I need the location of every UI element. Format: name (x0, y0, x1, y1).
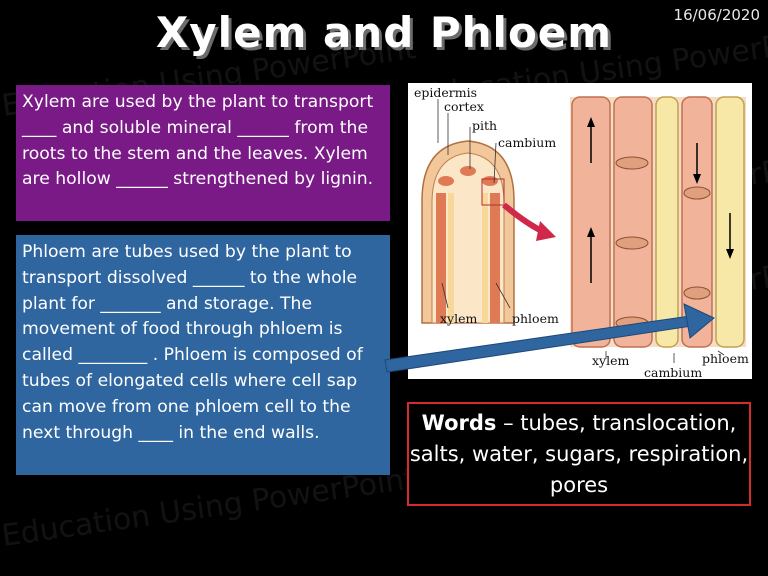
slide-date: 16/06/2020 (673, 6, 760, 24)
label-phloem-bottom: phloem (702, 351, 749, 366)
word-bank: Words – tubes, translocation, salts, wat… (407, 402, 751, 506)
diagram-illustration: epidermis cortex pith cambium xylem phlo… (414, 85, 749, 379)
phloem-text: Phloem are tubes used by the plant to tr… (22, 242, 363, 443)
pink-arrowhead-icon (536, 221, 556, 241)
xylem-text: Xylem are used by the plant to transport… (22, 92, 374, 190)
label-phloem-left: phloem (512, 311, 559, 326)
stem-section (421, 140, 515, 324)
watermark: Education Using PowerPoint (0, 461, 419, 554)
xylem-text-box: Xylem are used by the plant to transport… (16, 85, 390, 221)
word-bank-heading: Words (421, 411, 497, 435)
word-bank-list: – tubes, translocation, salts, water, su… (409, 411, 749, 497)
label-cambium-top: cambium (498, 135, 556, 150)
phloem-text-box: Phloem are tubes used by the plant to tr… (16, 235, 390, 475)
label-pith: pith (472, 118, 497, 133)
label-cortex: cortex (444, 99, 484, 114)
xylem-phloem-diagram: epidermis cortex pith cambium xylem phlo… (408, 83, 752, 379)
slide-title: Xylem and Phloem (155, 8, 613, 57)
magnified-cells (570, 96, 746, 348)
label-cambium-bottom: cambium (644, 365, 702, 379)
label-xylem-bottom: xylem (592, 353, 630, 368)
label-xylem-left: xylem (440, 311, 478, 326)
label-epidermis: epidermis (414, 85, 477, 100)
